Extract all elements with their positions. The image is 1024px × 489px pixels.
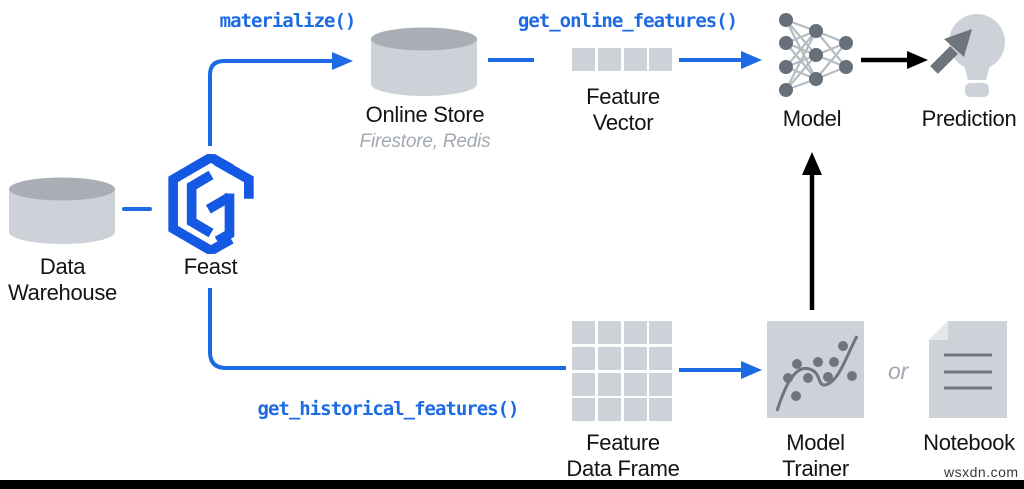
- arrow-data-frame-to-model-trainer: [679, 361, 762, 379]
- model-label: Model: [782, 106, 842, 131]
- feast-logo-icon: [168, 154, 254, 254]
- get-online-features-edge-label: get_online_features(): [517, 10, 738, 32]
- arrow-model-trainer-to-model: [802, 152, 822, 310]
- feature-data-frame-icon: [572, 321, 672, 421]
- model-trainer-icon: [767, 321, 864, 418]
- watermark-text: wsxdn.com: [944, 464, 1019, 480]
- feast-label: Feast: [183, 254, 238, 279]
- online-store-icon: [371, 27, 477, 96]
- feature-vector-label-line1: Feature: [586, 84, 660, 109]
- connector-data-warehouse-feast: [122, 207, 152, 211]
- data-warehouse-label: Data Warehouse: [0, 254, 125, 306]
- feature-data-frame-label-line1: Feature: [586, 430, 660, 455]
- notebook-icon: [929, 321, 1007, 418]
- feature-data-frame-label-line2: Data Frame: [566, 456, 680, 481]
- prediction-label: Prediction: [921, 106, 1017, 131]
- or-separator-label: or: [887, 358, 909, 384]
- data-warehouse-label-line2: Warehouse: [8, 280, 117, 305]
- arrow-feature-vector-to-model: [679, 51, 762, 69]
- arrow-feast-to-online-store: [208, 52, 353, 146]
- materialize-edge-label: materialize(): [219, 10, 357, 32]
- data-warehouse-icon: [9, 177, 115, 244]
- notebook-label: Notebook: [923, 430, 1015, 455]
- model-icon: [779, 13, 853, 97]
- prediction-icon: [930, 14, 1005, 97]
- feature-data-frame-label: Feature Data Frame: [553, 430, 693, 482]
- feature-vector-label-line2: Vector: [592, 110, 654, 135]
- feature-vector-label: Feature Vector: [563, 84, 683, 136]
- model-trainer-label-line2: Trainer: [782, 456, 849, 481]
- online-store-sublabel: Firestore, Redis: [359, 131, 491, 152]
- online-store-label: Online Store: [365, 102, 485, 127]
- get-historical-features-edge-label: get_historical_features(): [257, 398, 520, 420]
- feature-vector-icon: [572, 48, 672, 71]
- model-trainer-label-line1: Model: [786, 430, 845, 455]
- data-warehouse-label-line1: Data: [39, 254, 86, 279]
- model-trainer-label: Model Trainer: [764, 430, 867, 482]
- connector-online-store-feature-vector: [488, 58, 534, 62]
- arrow-model-to-prediction: [861, 51, 928, 69]
- path-feast-to-feature-data-frame: [208, 288, 566, 370]
- bottom-letterbox-bar: [0, 480, 1024, 489]
